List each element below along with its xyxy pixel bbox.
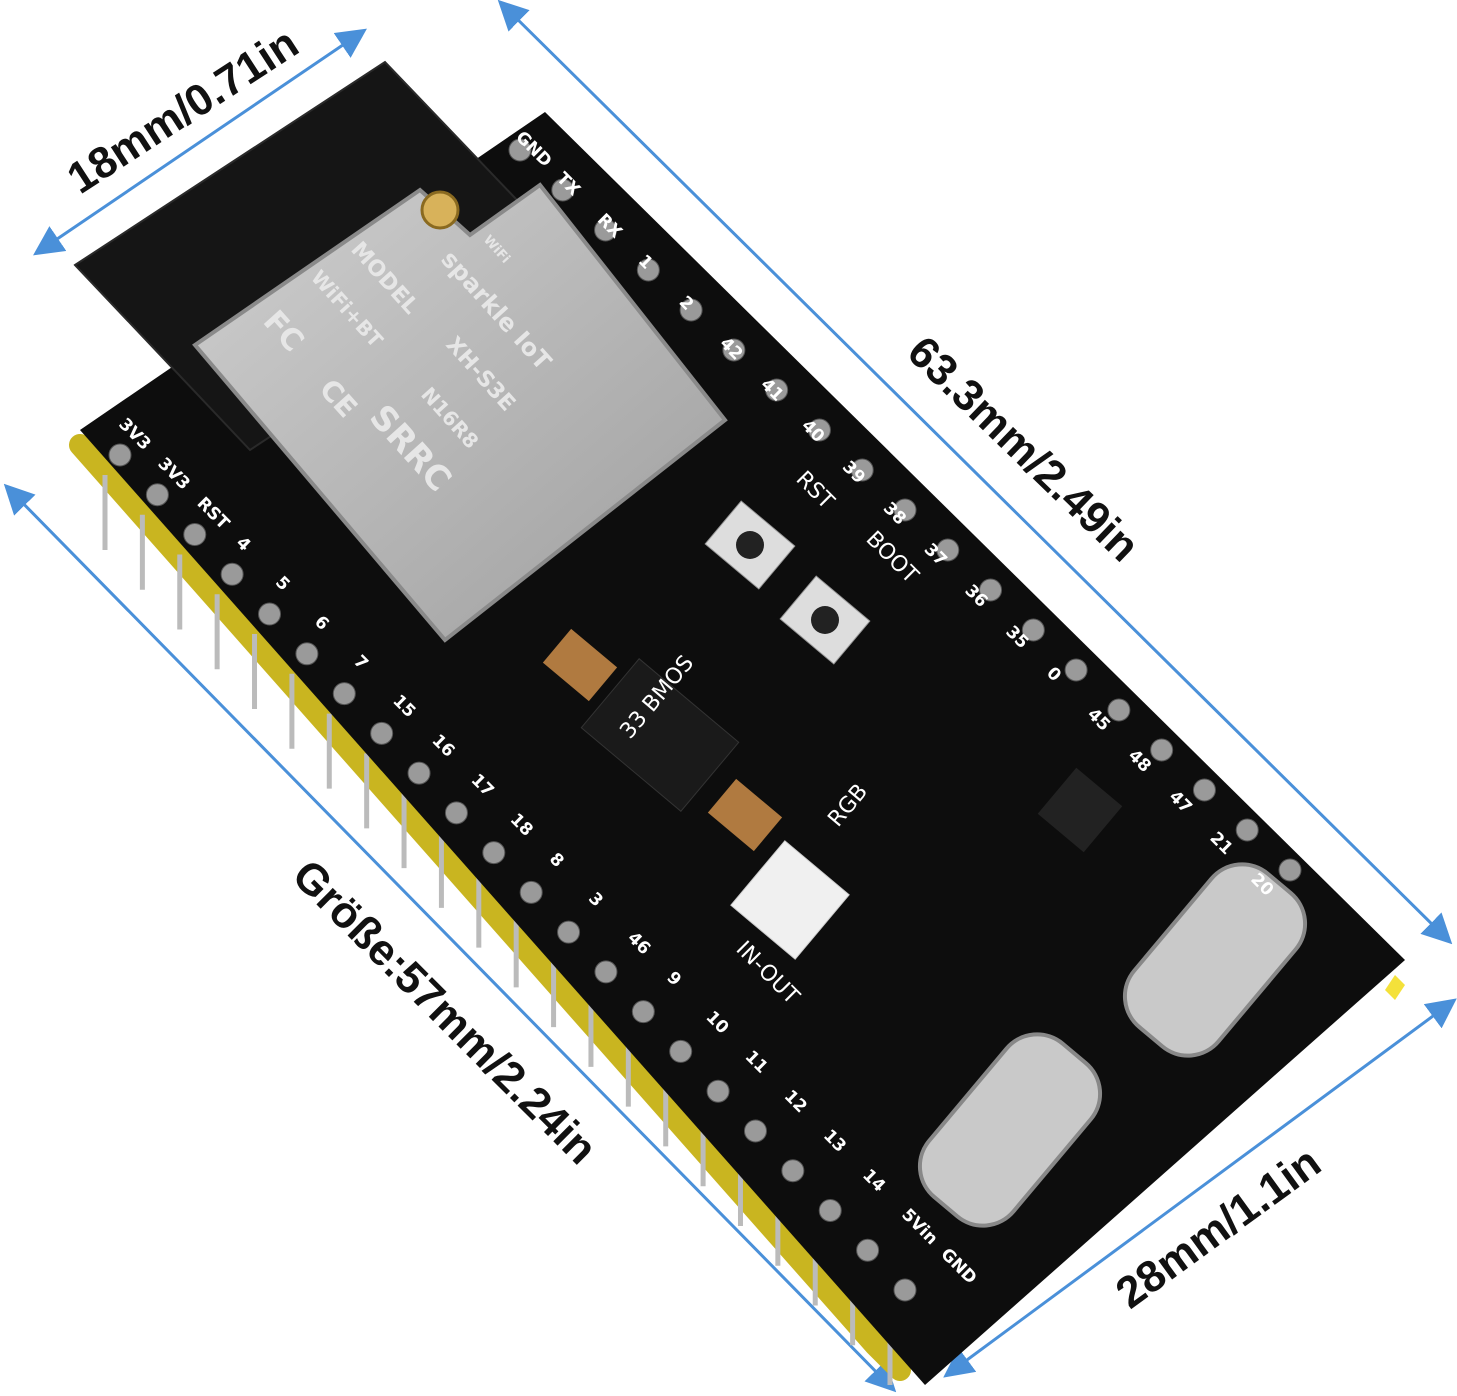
- ufl-connector: [420, 190, 460, 230]
- pin-header-right: [1385, 975, 1405, 1000]
- header-pin: [1021, 618, 1045, 642]
- header-pin: [1064, 658, 1088, 682]
- dimension-arrows: [3, 0, 1457, 1393]
- header-pin: [220, 562, 244, 586]
- header-pin: [508, 138, 532, 162]
- header-pin: [893, 498, 917, 522]
- header-pin: [108, 443, 132, 467]
- width-bottom-arrow: [943, 998, 1457, 1378]
- header-pin: [482, 841, 506, 865]
- header-pin: [856, 1238, 880, 1262]
- header-pin: [1107, 698, 1131, 722]
- header-pin: [594, 960, 618, 984]
- header-pin: [551, 178, 575, 202]
- capacitor: [542, 628, 618, 702]
- header-pin: [669, 1039, 693, 1063]
- usb-c-port[interactable]: [904, 1018, 1117, 1242]
- usb-c-port[interactable]: [1109, 848, 1322, 1072]
- rst-button-cap[interactable]: [736, 531, 764, 559]
- header-pin: [636, 258, 660, 282]
- header-pin: [765, 378, 789, 402]
- header-pin: [145, 483, 169, 507]
- header-pin: [781, 1159, 805, 1183]
- usb-chip: [1037, 767, 1123, 853]
- pin-header-left: [69, 434, 911, 1381]
- header-pin: [807, 418, 831, 442]
- header-pin: [332, 682, 356, 706]
- header-pin: [893, 1278, 917, 1302]
- header-pin: [679, 298, 703, 322]
- header-pin: [1192, 778, 1216, 802]
- header-pin: [519, 880, 543, 904]
- header-pin: [258, 602, 282, 626]
- width-top-arrow: [33, 28, 367, 256]
- length-right-arrow: [497, 0, 1453, 945]
- header-pin: [722, 338, 746, 362]
- header-pin: [444, 801, 468, 825]
- header-pin: [407, 761, 431, 785]
- rgb-led: [730, 840, 850, 960]
- header-pin: [743, 1119, 767, 1143]
- header-pin: [1235, 818, 1259, 842]
- boot-button-cap[interactable]: [811, 606, 839, 634]
- header-pin: [850, 458, 874, 482]
- header-pin: [631, 1000, 655, 1024]
- module-shield: [192, 182, 728, 643]
- header-pin: [183, 523, 207, 547]
- header-pin: [936, 538, 960, 562]
- header-pin: [557, 920, 581, 944]
- header-pin: [818, 1198, 842, 1222]
- header-pin: [1278, 858, 1302, 882]
- voltage-regulator: [580, 658, 740, 812]
- header-pin: [706, 1079, 730, 1103]
- header-pin: [1150, 738, 1174, 762]
- header-pin: [370, 721, 394, 745]
- size-left-arrow: [3, 483, 897, 1393]
- header-pin: [979, 578, 1003, 602]
- header-pin: [295, 642, 319, 666]
- header-pin: [594, 218, 618, 242]
- capacitor: [707, 778, 783, 852]
